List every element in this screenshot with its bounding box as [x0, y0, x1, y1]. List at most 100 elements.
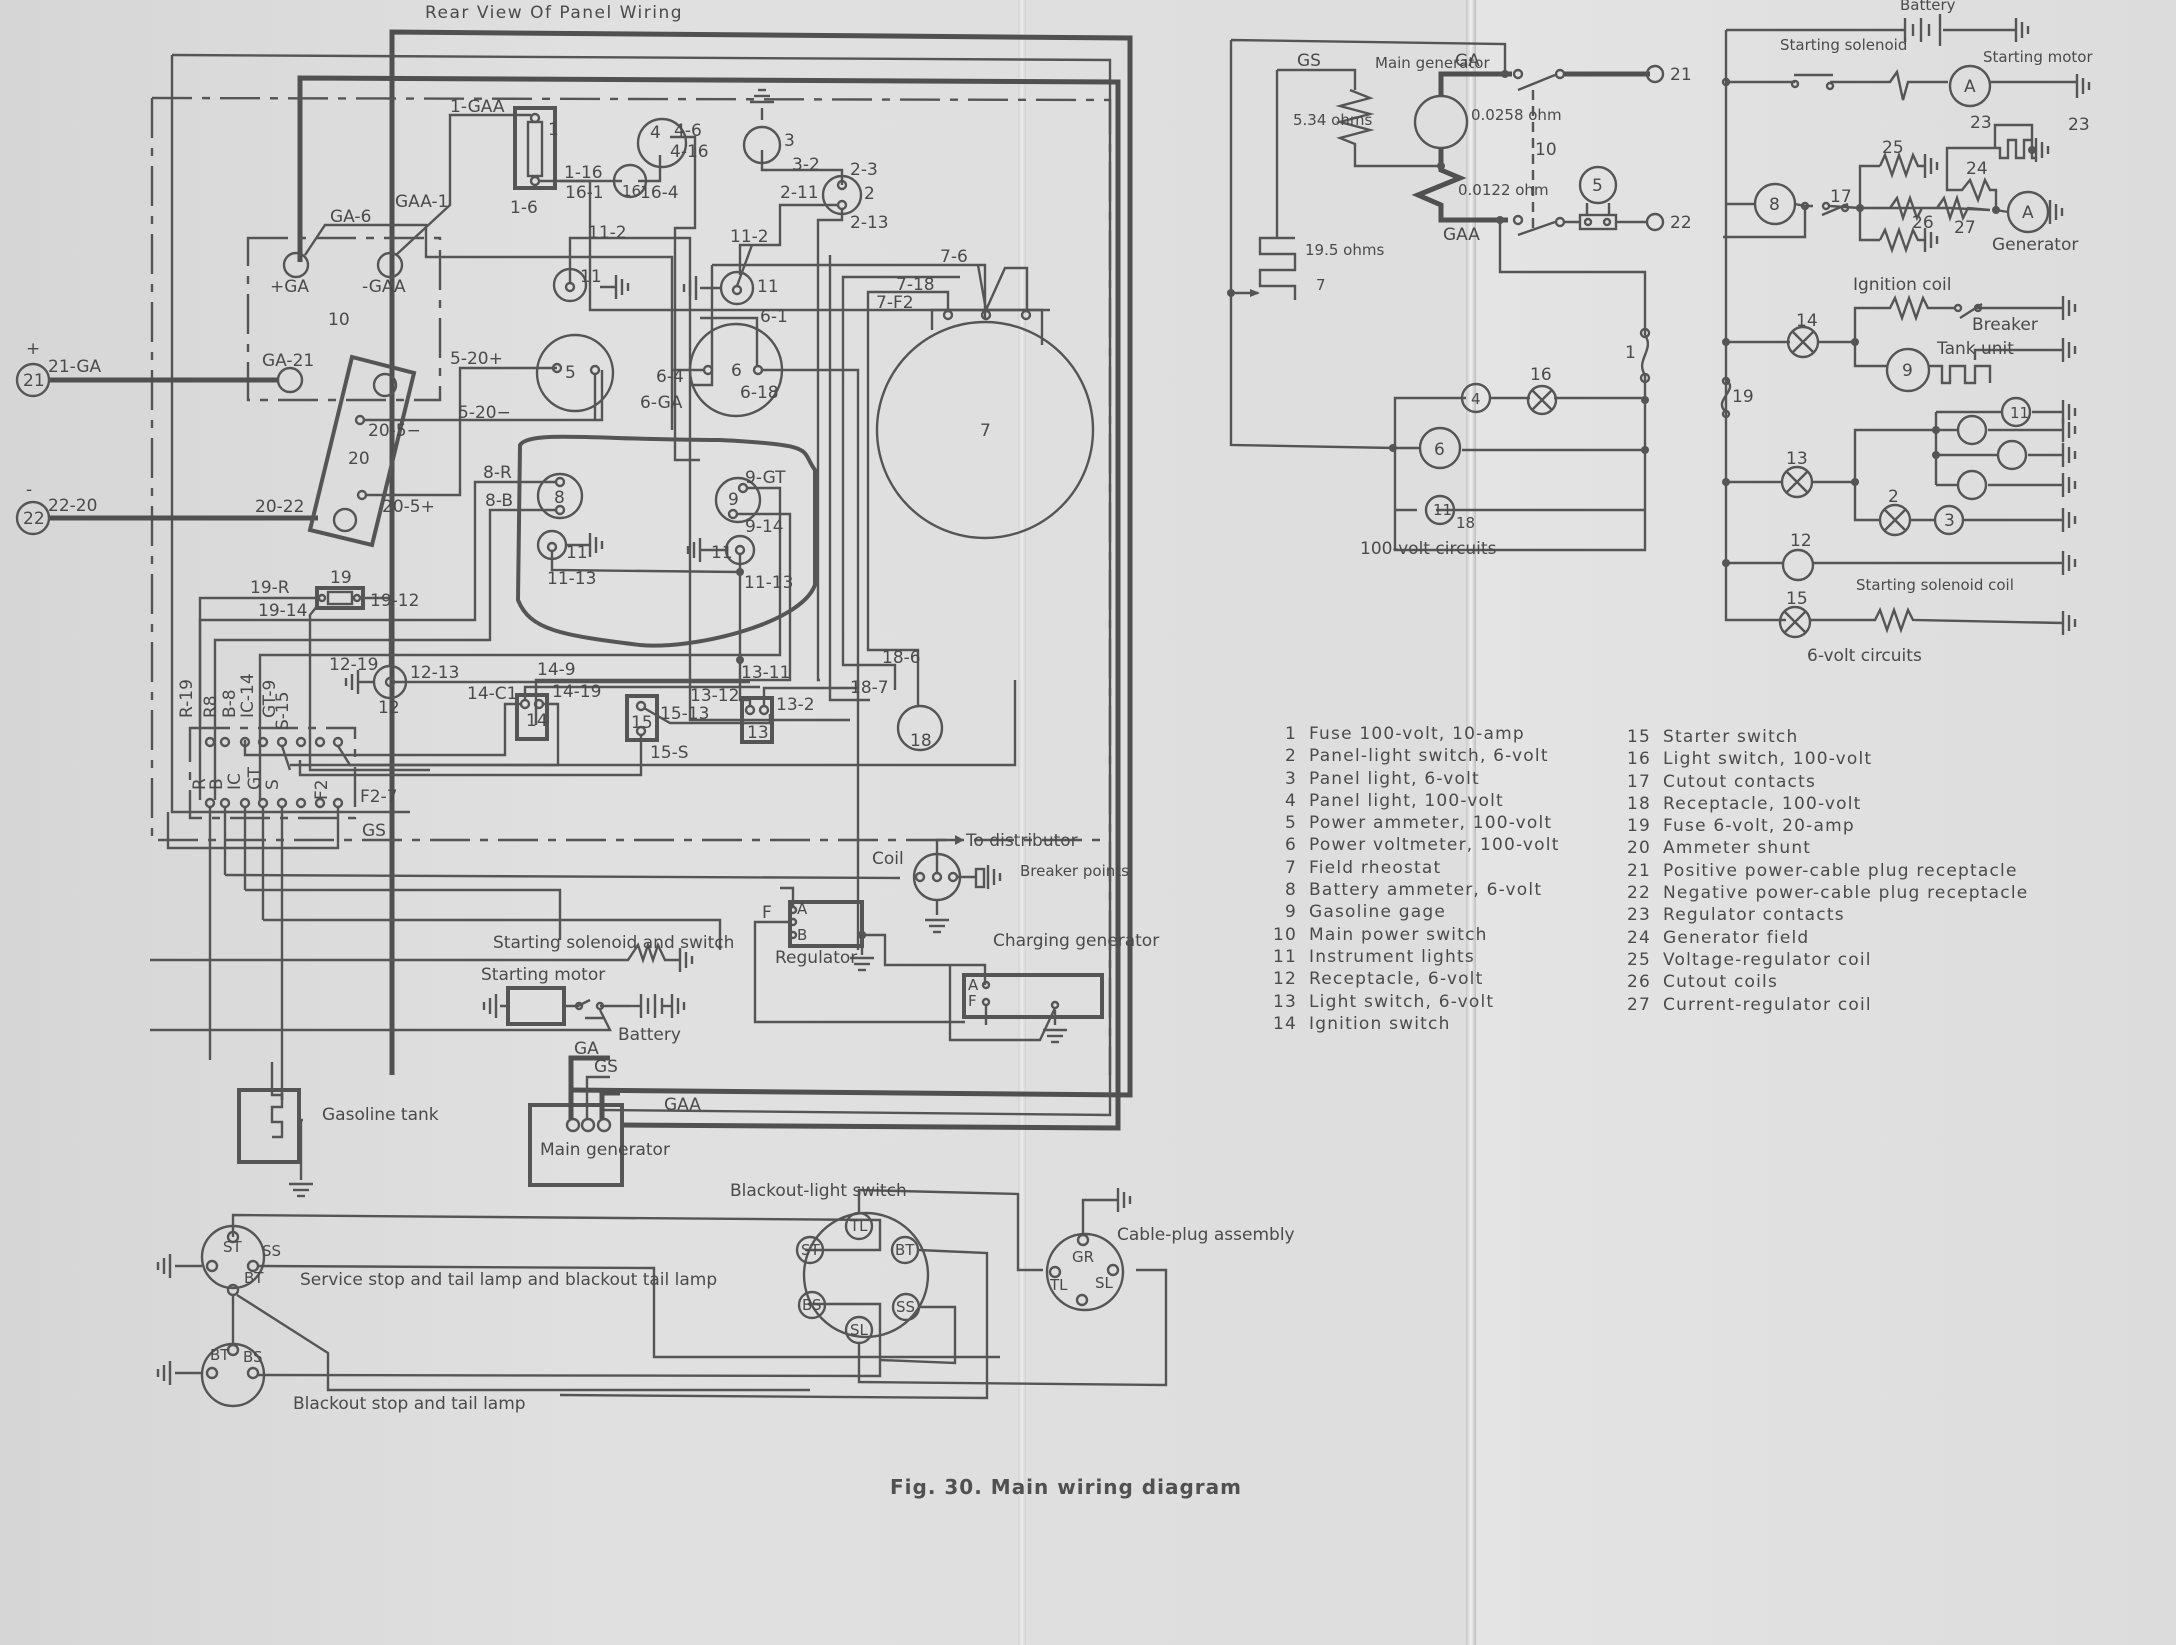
- schematic-100v-labels: GS Main generator GA GAA 5.34 ohms 0.025…: [1293, 51, 1692, 559]
- diagram-label: 7: [1316, 276, 1326, 294]
- terminal-ga21: [276, 366, 304, 394]
- diagram-label: 19.5 ohms: [1305, 241, 1384, 259]
- diagram-label: TL: [849, 1217, 868, 1235]
- diagram-label: GAA-1: [395, 192, 448, 212]
- schematic-light-switch-16: [1526, 384, 1558, 416]
- diagram-label: Breaker points: [1020, 862, 1129, 880]
- diagram-label: S-15: [273, 691, 293, 730]
- diagram-label: 18: [910, 731, 932, 751]
- diagram-label: Starting motor: [1983, 48, 2093, 66]
- schematic-panel-light-4: [1460, 382, 1492, 414]
- diagram-label: GS: [594, 1057, 618, 1077]
- receptacle-21: [15, 362, 51, 398]
- diagram-label: 5.34 ohms: [1293, 111, 1372, 129]
- diagram-label: S: [263, 779, 283, 790]
- instrument-cluster-outline: [515, 434, 817, 648]
- diagram-label: GAA: [664, 1095, 701, 1115]
- diagram-label: 1-16: [564, 163, 603, 183]
- diagram-label: IC: [225, 773, 245, 790]
- diagram-label: 8-B: [485, 491, 513, 511]
- diagram-label: Starting solenoid and switch: [493, 933, 734, 953]
- schematic-100v: [1227, 38, 1665, 552]
- schematic-gasoline-gage-9: [1885, 347, 1931, 393]
- diagram-label: 9: [1902, 361, 1913, 381]
- diagram-label: Starting solenoid coil: [1856, 576, 2014, 594]
- diagram-label: 11-2: [588, 223, 627, 243]
- diagram-label: 21: [1670, 65, 1692, 85]
- schematic-instrument-light-11-b: [1956, 414, 1988, 446]
- ammeter-shunt-20: [307, 354, 417, 548]
- diagram-label: GS: [1297, 51, 1321, 71]
- receptacle-18: [896, 704, 944, 752]
- diagram-label: 0.0122 ohm: [1458, 181, 1549, 199]
- schematic-receptacle-21: [1645, 64, 1665, 84]
- diagram-label: 9-14: [745, 517, 784, 537]
- battery-symbol: [630, 994, 672, 1018]
- diagram-label: 1: [548, 120, 559, 140]
- schematic-instrument-light-11-c: [1996, 439, 2028, 471]
- diagram-label: A: [1964, 77, 1976, 97]
- diagram-label: 23: [1970, 113, 1992, 133]
- diagram-label: Blackout stop and tail lamp: [293, 1394, 526, 1414]
- schematic-panel-light-3: [1933, 504, 1965, 536]
- diagram-label: 13: [747, 723, 769, 743]
- schematic-light-switch-13: [1780, 465, 1814, 499]
- diagram-label: R8: [201, 695, 221, 718]
- starting-motor: [506, 986, 566, 1026]
- diagram-label: 21-GA: [48, 357, 102, 377]
- diagram-label: 11: [1433, 501, 1452, 519]
- diagram-label: 3: [1944, 511, 1955, 531]
- diagram-label: 4-6: [674, 121, 702, 141]
- diagram-label: 12: [378, 698, 400, 718]
- fuse-1-holder: [513, 106, 557, 190]
- diagram-label: 15-S: [650, 743, 689, 763]
- diagram-label: IC-14: [238, 673, 258, 718]
- diagram-label: 16-1: [565, 183, 604, 203]
- diagram-label: 7: [980, 421, 991, 441]
- diagram-label: 14: [1796, 311, 1818, 331]
- diagram-label: 12: [1790, 531, 1812, 551]
- diagram-label: 6-GA: [640, 393, 683, 413]
- diagram-label: 4-16: [670, 142, 709, 162]
- cable-plug-assembly: [1045, 1232, 1125, 1312]
- diagram-label: +: [26, 339, 40, 359]
- diagram-label: 2: [1888, 487, 1899, 507]
- diagram-label: 8: [1769, 195, 1780, 215]
- diagram-label: Battery: [1900, 0, 1956, 14]
- diagram-label: 10: [1535, 140, 1557, 160]
- diagram-label: Regulator: [775, 948, 857, 968]
- diagram-label: Blackout-light switch: [730, 1181, 907, 1201]
- diagram-label: 19-R: [250, 578, 290, 598]
- diagram-label: Main generator: [540, 1140, 670, 1160]
- terminal-block-posts: [204, 736, 344, 809]
- diagram-label: 9: [728, 490, 739, 510]
- instrument-light-11-b: [719, 270, 755, 306]
- receptacle-22: [15, 500, 51, 536]
- blackout-light-switch: [802, 1211, 930, 1339]
- diagram-label: 10: [328, 310, 350, 330]
- diagram-label: SS: [896, 1298, 915, 1316]
- main-power-switch-outline: [246, 236, 442, 402]
- schematic-receptacle-12: [1781, 548, 1815, 582]
- diagram-label: 19-12: [370, 591, 419, 611]
- diagram-label: 20-5−: [368, 421, 421, 441]
- diagram-label: Battery: [618, 1025, 681, 1045]
- diagram-label: 11-2: [730, 227, 769, 247]
- gasoline-tank: [237, 1088, 301, 1164]
- diagram-label: 8: [554, 488, 565, 508]
- panel-light-4: [636, 117, 688, 169]
- diagram-label: BT: [244, 1269, 264, 1287]
